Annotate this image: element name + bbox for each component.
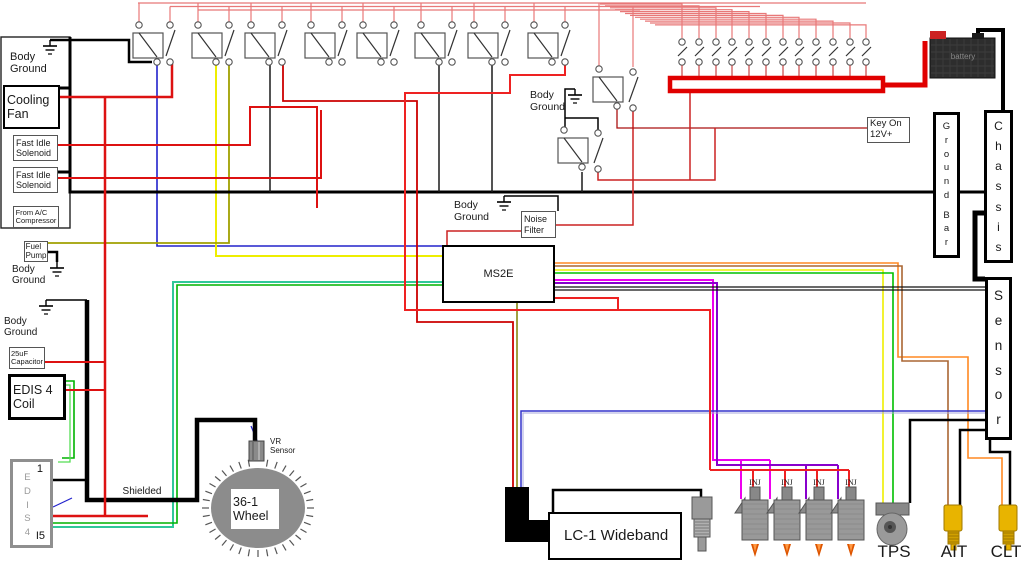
capacitor-box: 25uF Capacitor xyxy=(9,347,45,369)
battery-negative-terminal xyxy=(972,33,984,39)
body-ground-label-2: Body Ground xyxy=(12,263,46,286)
tps-sensor xyxy=(875,502,910,546)
body-ground-label-1: Body Ground xyxy=(10,50,47,75)
edis-pin-1: 1 xyxy=(36,463,43,475)
tps-label: TPS xyxy=(877,542,911,562)
injectors xyxy=(734,486,865,557)
relay-row xyxy=(132,3,571,66)
edis-coil-box: EDIS 4 Coil xyxy=(8,374,66,420)
ait-sensor xyxy=(943,504,963,551)
vr-sensor-label: VR Sensor xyxy=(270,437,296,455)
ait-label: AIT xyxy=(940,542,968,562)
vr-sensor xyxy=(248,440,265,462)
injector-label-2: INJ xyxy=(781,477,793,487)
battery-positive-terminal xyxy=(930,31,946,39)
wires xyxy=(44,2,1012,528)
edis-pin-15: I5 xyxy=(35,530,45,542)
injector-label-1: INJ xyxy=(749,477,761,487)
battery-label: battery xyxy=(950,51,976,61)
fuel-pump-box: Fuel Pump xyxy=(24,241,48,262)
lc1-connector xyxy=(505,487,550,542)
power-bus-bar xyxy=(667,75,886,94)
key-on-label-line2: 12V+ xyxy=(870,129,893,140)
injector-label-4: INJ xyxy=(845,477,857,487)
fast-idle-solenoid-box-1: Fast Idle Solenoid xyxy=(13,135,58,161)
ac-compressor-box: From A/C Compressor xyxy=(13,206,59,228)
body-ground-label-mid: Body Ground xyxy=(530,88,566,113)
ground-symbols xyxy=(39,40,582,315)
switch-bank xyxy=(667,38,886,94)
mid-relays xyxy=(557,65,639,173)
bank-feeder-wires xyxy=(600,3,867,38)
noise-filter-box: Noise Filter xyxy=(521,211,556,238)
battery xyxy=(929,31,996,79)
cooling-fan-box: Cooling Fan xyxy=(3,85,60,129)
ms2e-ecu-box: MS2E xyxy=(442,245,555,303)
lc1-wideband-box: LC-1 Wideband xyxy=(548,512,682,560)
fast-idle-solenoid-box-2: Fast Idle Solenoid xyxy=(13,167,58,193)
clt-label: CLT xyxy=(990,542,1022,562)
body-ground-label-ms2e: Body Ground xyxy=(454,198,490,223)
key-on-label-line1: Key On xyxy=(870,118,902,130)
clt-sensor xyxy=(998,504,1018,551)
injector-label-3: INJ xyxy=(813,477,825,487)
shielded-label: Shielded xyxy=(122,485,162,497)
body-ground-label-3: Body Ground xyxy=(4,315,38,338)
o2-sensor xyxy=(691,496,713,552)
wheel-label: 36-1 Wheel xyxy=(231,489,279,529)
